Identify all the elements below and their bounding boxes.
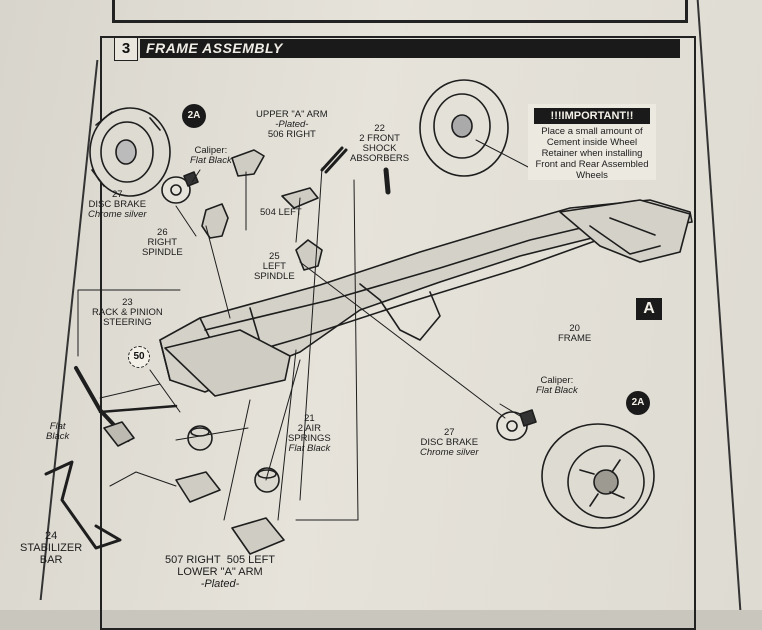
left-wheel bbox=[89, 107, 171, 197]
right-spindle bbox=[201, 203, 229, 239]
important-text: Place a small amount of Cement inside Wh… bbox=[535, 126, 649, 181]
stabilizer-bar bbox=[44, 460, 122, 550]
frame-rear-kick bbox=[589, 217, 661, 255]
upper-left-label: 504 LEFT bbox=[260, 207, 302, 218]
step-title: FRAME ASSEMBLY bbox=[146, 40, 283, 56]
tie-rod bbox=[98, 404, 178, 414]
lower-a-arm-label: 507 RIGHT 505 LEFT LOWER "A" ARM-Plated- bbox=[164, 554, 276, 590]
inset-wheel bbox=[419, 79, 509, 177]
caliper-left-label: Caliper:Flat Black bbox=[190, 145, 232, 166]
steering-box bbox=[103, 421, 135, 447]
air-spring-1 bbox=[187, 425, 213, 451]
left-disc-brake bbox=[161, 176, 191, 204]
lower-a-arm-left bbox=[231, 517, 285, 555]
lower-a-arm-right bbox=[175, 471, 221, 503]
frame-rail-inner bbox=[204, 213, 641, 331]
air-spring-2 bbox=[254, 467, 280, 493]
shock-absorber-1 bbox=[320, 146, 348, 174]
step-header-bar bbox=[140, 39, 680, 58]
left-caliper bbox=[183, 171, 199, 187]
section-badge: A bbox=[636, 298, 662, 320]
left-spindle bbox=[295, 239, 323, 271]
previous-step-box bbox=[112, 0, 688, 23]
right-caliper bbox=[519, 409, 537, 427]
assembly-diagram bbox=[44, 79, 693, 555]
frame-crossmember-mid bbox=[359, 283, 441, 341]
callout-2a-right: 2A bbox=[626, 391, 650, 415]
frame-front-box bbox=[164, 329, 291, 397]
upper-a-arm-label: UPPER "A" ARM-Plated-506 RIGHT bbox=[256, 109, 328, 140]
caliper-right-label: Caliper:Flat Black bbox=[536, 375, 578, 396]
important-title: !!!IMPORTANT!! bbox=[534, 108, 650, 124]
right-wheel bbox=[541, 423, 655, 529]
callout-2a-left: 2A bbox=[182, 104, 206, 128]
step-number: 3 bbox=[114, 37, 138, 61]
upper-a-arm-right bbox=[231, 149, 265, 177]
callout-50: 50 bbox=[128, 346, 150, 368]
right-disc-brake bbox=[496, 411, 528, 441]
leader-lines bbox=[77, 139, 531, 521]
shock-absorber-2 bbox=[383, 167, 391, 195]
